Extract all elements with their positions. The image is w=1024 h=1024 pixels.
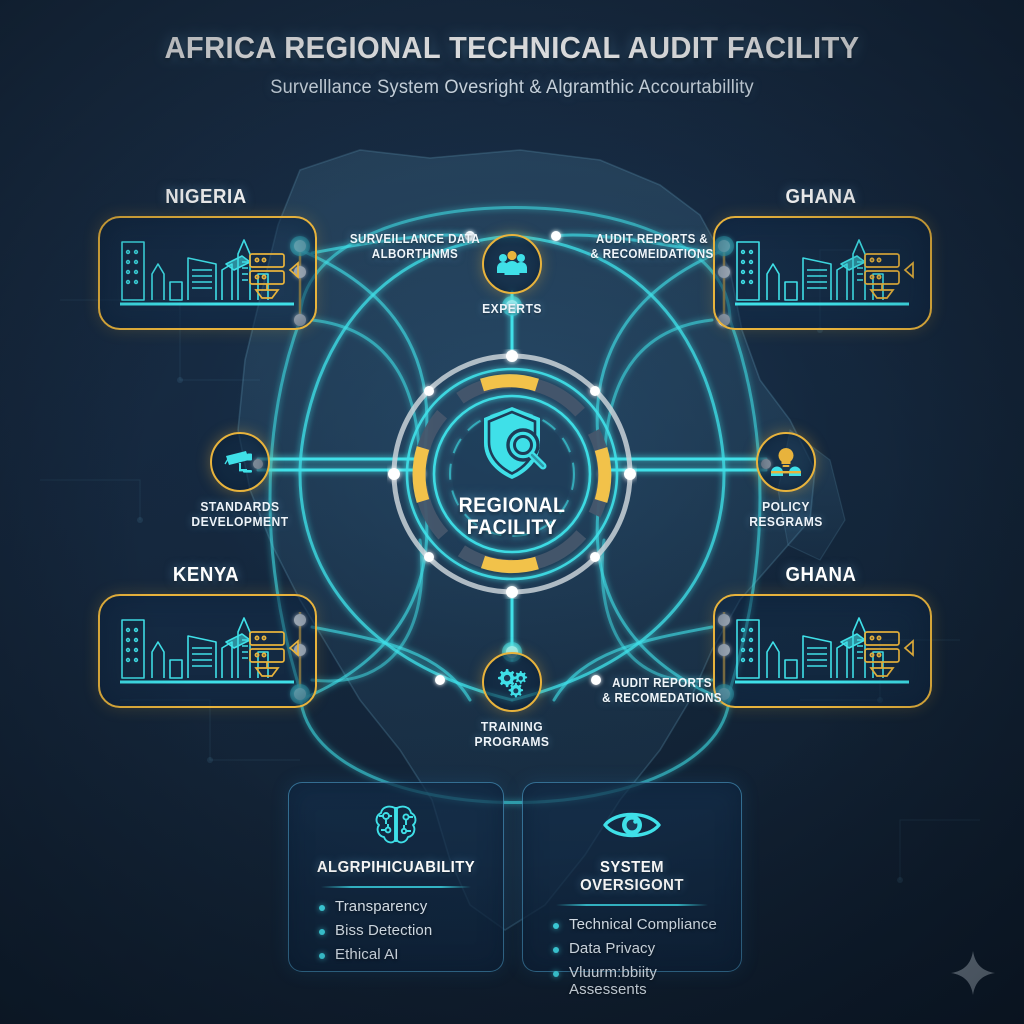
satellite-label-line1: POLICY	[762, 499, 810, 514]
satellite-label-line2: RESGRAMS	[749, 513, 823, 529]
city-skyline-server-icon	[120, 617, 299, 684]
connector-label-line2: ALBORTHNMS	[371, 247, 459, 261]
gears-icon	[498, 669, 528, 698]
panel-list: Technical Compliance Data Privacy Vluurm…	[541, 916, 723, 998]
panel-icon-wrap	[307, 799, 485, 851]
list-item: Data Privacy	[551, 940, 723, 957]
hub-label-line2: FACILITY	[466, 516, 558, 540]
list-item: Technical Compliance	[551, 916, 723, 933]
satellite-label-line1: TRAINING	[480, 719, 544, 734]
connector-label-surveillance-data: SURVEILLANCE DATA ALBORTHNMS	[341, 232, 490, 262]
country-card-frame	[713, 594, 932, 708]
people-group-icon	[497, 250, 527, 275]
connector-label-line1: AUDIT REPORTS &	[595, 232, 709, 246]
panel-icon-wrap	[541, 799, 723, 851]
country-card-kenya-bottom-left[interactable]: KENYA	[98, 564, 317, 708]
connector-label-line1: AUDIT REPORTS	[612, 676, 712, 690]
panel-algorithmic-accountability[interactable]: ALGRPIHICUABILITY Transparency Biss Dete…	[288, 782, 504, 972]
country-label: NIGERIA	[164, 186, 247, 208]
connector-label-audit-reports-top: AUDIT REPORTS & & RECOMEIDATIONS	[578, 232, 727, 262]
connector-label-line2: & RECOMEIDATIONS	[590, 247, 714, 261]
satellite-label: EXPERTS	[456, 301, 568, 317]
country-label: GHANA	[785, 564, 856, 586]
country-card-frame	[98, 594, 317, 708]
hub-label: REGIONAL FACILITY	[396, 494, 629, 540]
sparkle-icon	[951, 951, 995, 995]
connector-label-line2: & RECOMEDATIONS	[602, 691, 722, 705]
list-item: Vluurm:bbiity Assessents	[551, 964, 723, 998]
satellite-label-line2: PROGRAMS	[474, 733, 550, 749]
panel-divider	[321, 886, 471, 888]
satellite-label-line1: STANDARDS	[200, 499, 280, 514]
panel-list: Transparency Biss Detection Ethical AI	[307, 898, 485, 963]
header: AFRICA REGIONAL TECHNICAL AUDIT FACILITY…	[0, 30, 1024, 99]
eye-icon	[603, 812, 661, 838]
lightbulb-people-icon	[771, 448, 801, 476]
satellite-ring	[482, 234, 542, 294]
panel-title: ALGRPIHICUABILITY	[316, 859, 476, 876]
country-card-ghana-top-right[interactable]: GHANA	[713, 186, 932, 330]
hub-rings	[388, 350, 636, 598]
panel-divider	[555, 904, 709, 906]
country-label: KENYA	[172, 564, 239, 586]
city-skyline-server-icon	[120, 239, 299, 306]
country-card-frame	[98, 216, 317, 330]
city-skyline-server-icon	[735, 617, 914, 684]
satellite-label: STANDARDS DEVELOPMENT	[184, 499, 296, 529]
satellite-ring	[210, 432, 270, 492]
cctv-camera-icon	[224, 451, 252, 473]
satellite-ring	[756, 432, 816, 492]
hub-label-line1: REGIONAL	[458, 494, 566, 517]
connector-label-line1: SURVEILLANCE DATA	[349, 232, 481, 246]
satellite-label-line1: EXPERTS	[482, 301, 542, 316]
satellite-label: TRAINING PROGRAMS	[456, 719, 568, 749]
satellite-node-training[interactable]: TRAINING PROGRAMS	[452, 652, 572, 749]
panel-system-oversight[interactable]: SYSTEM OVERSIGONT Technical Compliance D…	[522, 782, 742, 998]
brain-circuit-icon	[375, 805, 417, 844]
page-title: AFRICA REGIONAL TECHNICAL AUDIT FACILITY	[164, 30, 860, 65]
country-card-frame	[713, 216, 932, 330]
panel-title: SYSTEM OVERSIGONT	[580, 859, 684, 894]
connector-label-audit-reports-bottom: AUDIT REPORTS & RECOMEDATIONS	[588, 676, 737, 706]
country-card-nigeria-top-left[interactable]: NIGERIA	[98, 186, 317, 330]
satellite-label: POLICY RESGRAMS	[730, 499, 842, 529]
list-item: Biss Detection	[317, 922, 485, 939]
city-skyline-server-icon	[735, 239, 914, 306]
list-item: Transparency	[317, 898, 485, 915]
satellite-node-standards[interactable]: STANDARDS DEVELOPMENT	[180, 432, 300, 529]
list-item: Ethical AI	[317, 946, 485, 963]
satellite-label-line2: DEVELOPMENT	[191, 513, 289, 529]
country-label: GHANA	[785, 186, 856, 208]
satellite-ring	[482, 652, 542, 712]
satellite-node-policy[interactable]: POLICY RESGRAMS	[726, 432, 846, 529]
page-subtitle: Survelllance System Ovesright & Algramth…	[270, 77, 754, 98]
country-card-ghana-bottom-right[interactable]: GHANA	[713, 564, 932, 708]
central-hub[interactable]: REGIONAL FACILITY	[387, 349, 637, 599]
